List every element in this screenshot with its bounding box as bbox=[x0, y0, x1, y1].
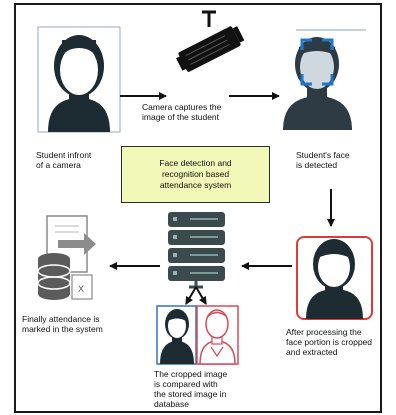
arrow-server-to-compare-left bbox=[185, 286, 197, 305]
system-title: Face detection and recognition based att… bbox=[159, 158, 232, 190]
label-compared: The cropped image is compared with the s… bbox=[154, 369, 228, 409]
face-crop-icon bbox=[296, 236, 373, 320]
label-student: Student infront of a camera bbox=[36, 150, 92, 170]
label-capture: Camera captures the image of the student bbox=[142, 102, 222, 122]
label-detected: Student's face is detected bbox=[296, 150, 350, 170]
svg-text:X: X bbox=[78, 284, 84, 294]
label-marked: Finally attendance is marked in the syst… bbox=[22, 314, 103, 334]
student-person-icon bbox=[37, 26, 121, 133]
camera-icon bbox=[176, 10, 245, 72]
server-icon bbox=[168, 212, 225, 289]
compare-stored-image bbox=[196, 305, 239, 365]
label-cropped: After processing the face portion is cro… bbox=[286, 327, 372, 357]
face-detect-icon bbox=[283, 29, 366, 130]
system-title-box: Face detection and recognition based att… bbox=[121, 146, 270, 203]
database-icon: X bbox=[37, 215, 96, 300]
arrow-server-to-compare-right bbox=[195, 286, 207, 305]
compare-cropped-image bbox=[156, 305, 197, 365]
diagram-frame bbox=[14, 3, 382, 413]
